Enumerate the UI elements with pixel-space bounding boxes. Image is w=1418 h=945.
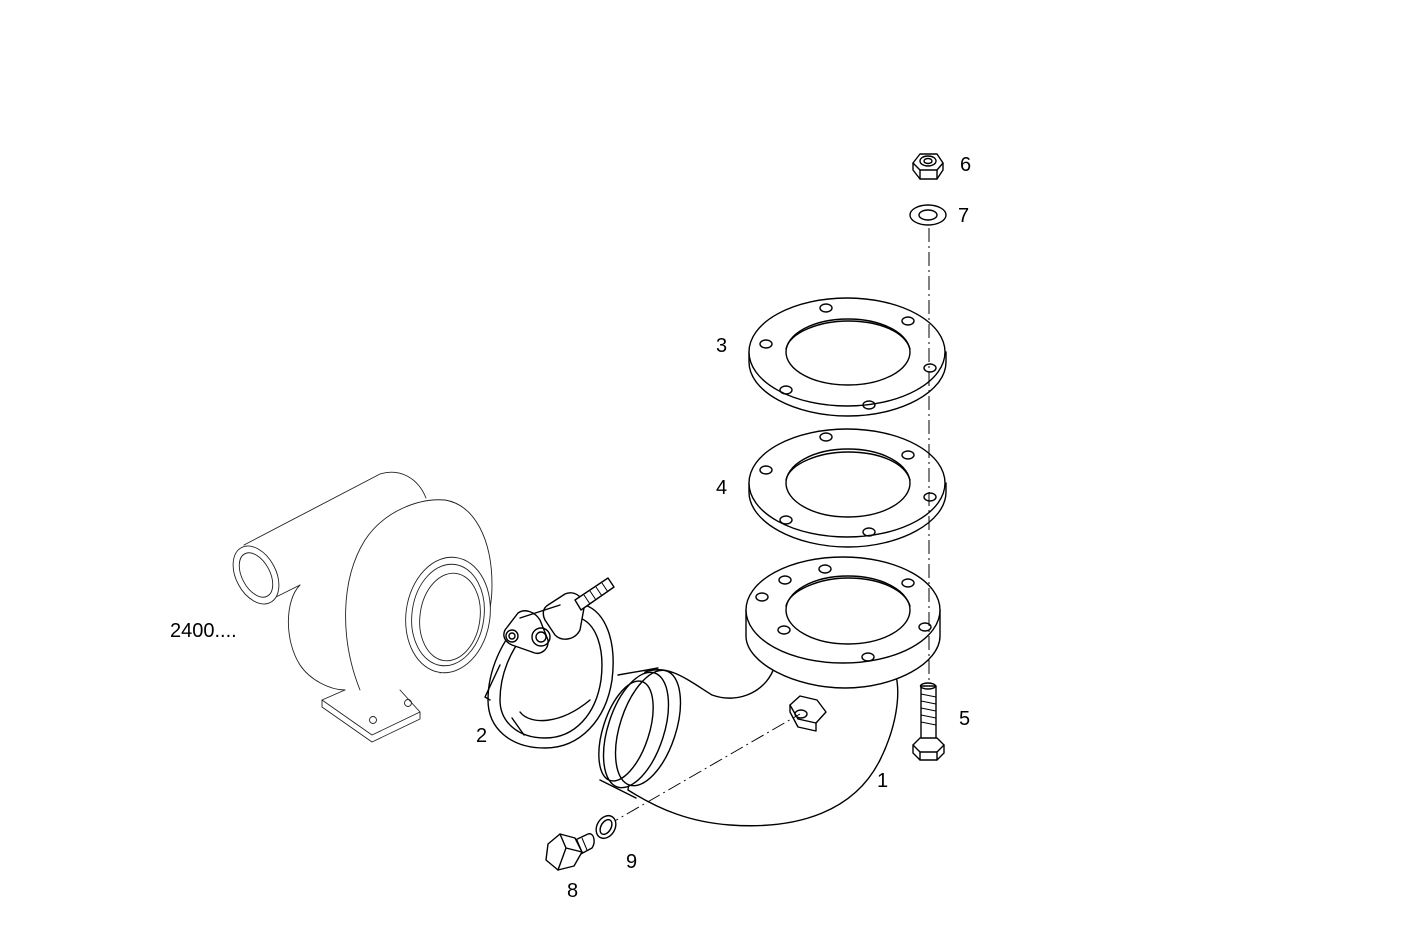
seal-ring-drawing [595,814,617,840]
callout-plug-screw: 8 [567,880,578,902]
bolt-drawing [912,682,945,761]
gasket-lower-drawing [748,428,947,548]
clamp-drawing [484,577,615,749]
gasket-upper-drawing [748,297,947,417]
callout-gasket-upper: 3 [716,335,727,357]
callout-elbow-pipe: 1 [877,770,888,792]
callout-bolt: 5 [959,708,970,730]
elbow-pipe-drawing [598,556,941,827]
nut-drawing [912,153,944,180]
callout-clamp: 2 [476,725,487,747]
turbocharger-ref-drawing [232,471,493,743]
callout-gasket-lower: 4 [716,477,727,499]
plug-screw-drawing [545,833,595,871]
flange-bolt-holes [755,564,932,662]
callout-nut: 6 [960,154,971,176]
callout-seal-ring: 9 [626,851,637,873]
callout-turbocharger-ref: 2400.... [170,620,237,642]
callout-washer: 7 [958,205,969,227]
assembly-axis-drain [605,713,801,827]
washer-drawing [909,204,947,226]
